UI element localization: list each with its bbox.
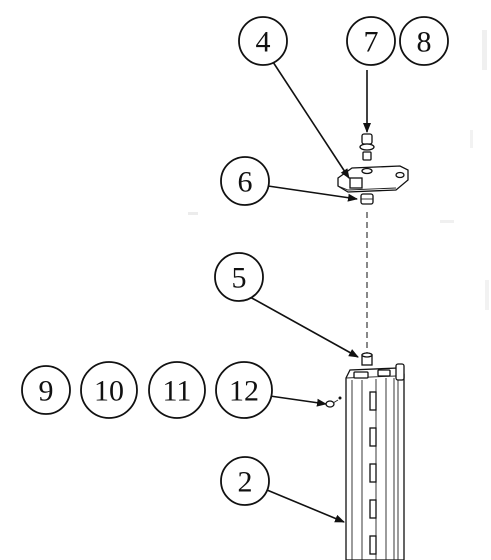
svg-text:10: 10 <box>94 375 124 408</box>
svg-text:11: 11 <box>163 375 192 408</box>
balloon-6: 6 <box>220 156 270 206</box>
balloon-7: 7 <box>346 16 396 66</box>
svg-text:5: 5 <box>232 262 247 295</box>
balloon-2: 2 <box>220 456 270 506</box>
small-screw <box>325 396 342 408</box>
svg-text:6: 6 <box>238 166 253 199</box>
bolt-washer-stack <box>359 133 375 161</box>
balloon-12: 12 <box>215 361 273 419</box>
balloon-4: 4 <box>238 16 288 66</box>
svg-text:2: 2 <box>238 466 253 499</box>
svg-text:4: 4 <box>256 26 271 59</box>
leader-lines <box>249 61 371 523</box>
svg-text:7: 7 <box>364 26 379 59</box>
balloon-11: 11 <box>148 361 206 419</box>
aluminum-post <box>345 363 405 560</box>
nut <box>360 193 374 205</box>
balloon-10: 10 <box>80 361 138 419</box>
scan-smudges <box>188 30 489 310</box>
stud-pin <box>361 352 373 366</box>
balloon-5: 5 <box>214 252 264 302</box>
svg-text:8: 8 <box>417 26 432 59</box>
balloon-8: 8 <box>399 16 449 66</box>
balloon-9: 9 <box>21 365 71 415</box>
svg-text:9: 9 <box>39 375 54 408</box>
mounting-bracket <box>337 165 409 193</box>
svg-text:12: 12 <box>229 375 259 408</box>
